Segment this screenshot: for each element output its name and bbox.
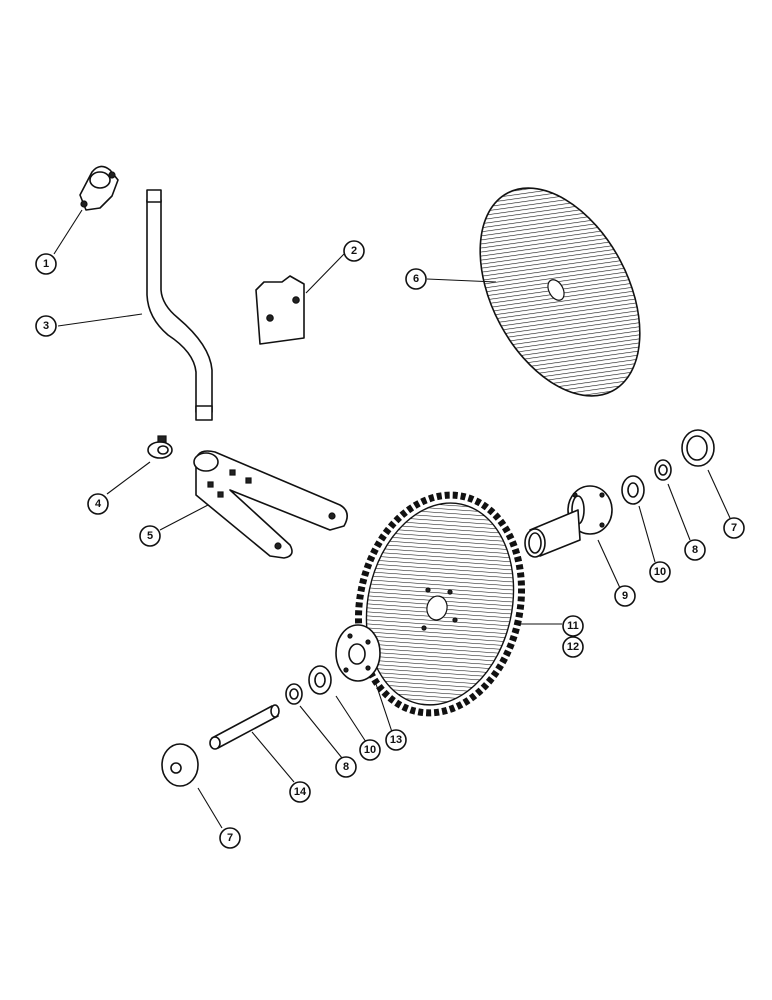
callout-10-lower-label: 10	[364, 744, 376, 756]
part-8-seal-upper	[654, 459, 672, 481]
callout-11: 11	[562, 615, 584, 637]
callout-14-label: 14	[294, 786, 307, 798]
callout-9: 9	[614, 585, 636, 607]
callout-10-upper-label: 10	[654, 566, 666, 578]
callout-1-label: 1	[43, 258, 49, 270]
part-4-collar	[147, 435, 173, 459]
callout-11-label: 11	[567, 620, 579, 632]
callout-9-label: 9	[622, 590, 628, 602]
callout-2: 2	[343, 240, 365, 262]
part-9-hub	[524, 485, 613, 558]
callout-8-lower-label: 8	[343, 761, 349, 773]
callout-7-lower-label: 7	[227, 832, 233, 844]
callout-8-upper-label: 8	[692, 544, 698, 556]
callout-12: 12	[562, 636, 584, 658]
callout-14: 14	[289, 781, 311, 803]
callout-12-label: 12	[567, 641, 579, 653]
callout-1: 1	[35, 253, 57, 275]
part-2-plate	[255, 275, 305, 345]
callout-10-upper: 10	[649, 561, 671, 583]
part-5-arm	[193, 450, 348, 559]
part-14-axle	[209, 704, 280, 750]
callout-6: 6	[405, 268, 427, 290]
part-7-cap-lower	[161, 743, 199, 787]
callout-5-label: 5	[147, 530, 153, 542]
leader-lines	[53, 209, 731, 829]
part-8-seal-lower	[285, 683, 303, 705]
callout-13: 13	[385, 729, 407, 751]
callout-5: 5	[139, 525, 161, 547]
callout-2-label: 2	[351, 245, 357, 257]
callout-3-label: 3	[43, 320, 49, 332]
callout-7-upper-label: 7	[731, 522, 737, 534]
callout-8-upper: 8	[684, 539, 706, 561]
callout-6-label: 6	[413, 273, 419, 285]
callout-7-upper: 7	[723, 517, 745, 539]
callout-7-lower: 7	[219, 827, 241, 849]
part-11-12-coulter-wheel	[354, 491, 526, 717]
callout-13-label: 13	[390, 734, 402, 746]
part-1-clamp	[79, 165, 119, 211]
part-13-flange	[335, 624, 381, 682]
part-10-bearing-upper	[621, 475, 645, 505]
callout-4: 4	[87, 493, 109, 515]
part-3-shaft	[146, 189, 213, 421]
callout-4-label: 4	[95, 498, 102, 510]
callout-10-lower: 10	[359, 739, 381, 761]
part-6-disc-blade	[479, 187, 641, 397]
callout-3: 3	[35, 315, 57, 337]
callout-8-lower: 8	[335, 756, 357, 778]
part-10-bearing-lower	[308, 665, 332, 695]
part-7-cap-upper	[681, 429, 715, 467]
